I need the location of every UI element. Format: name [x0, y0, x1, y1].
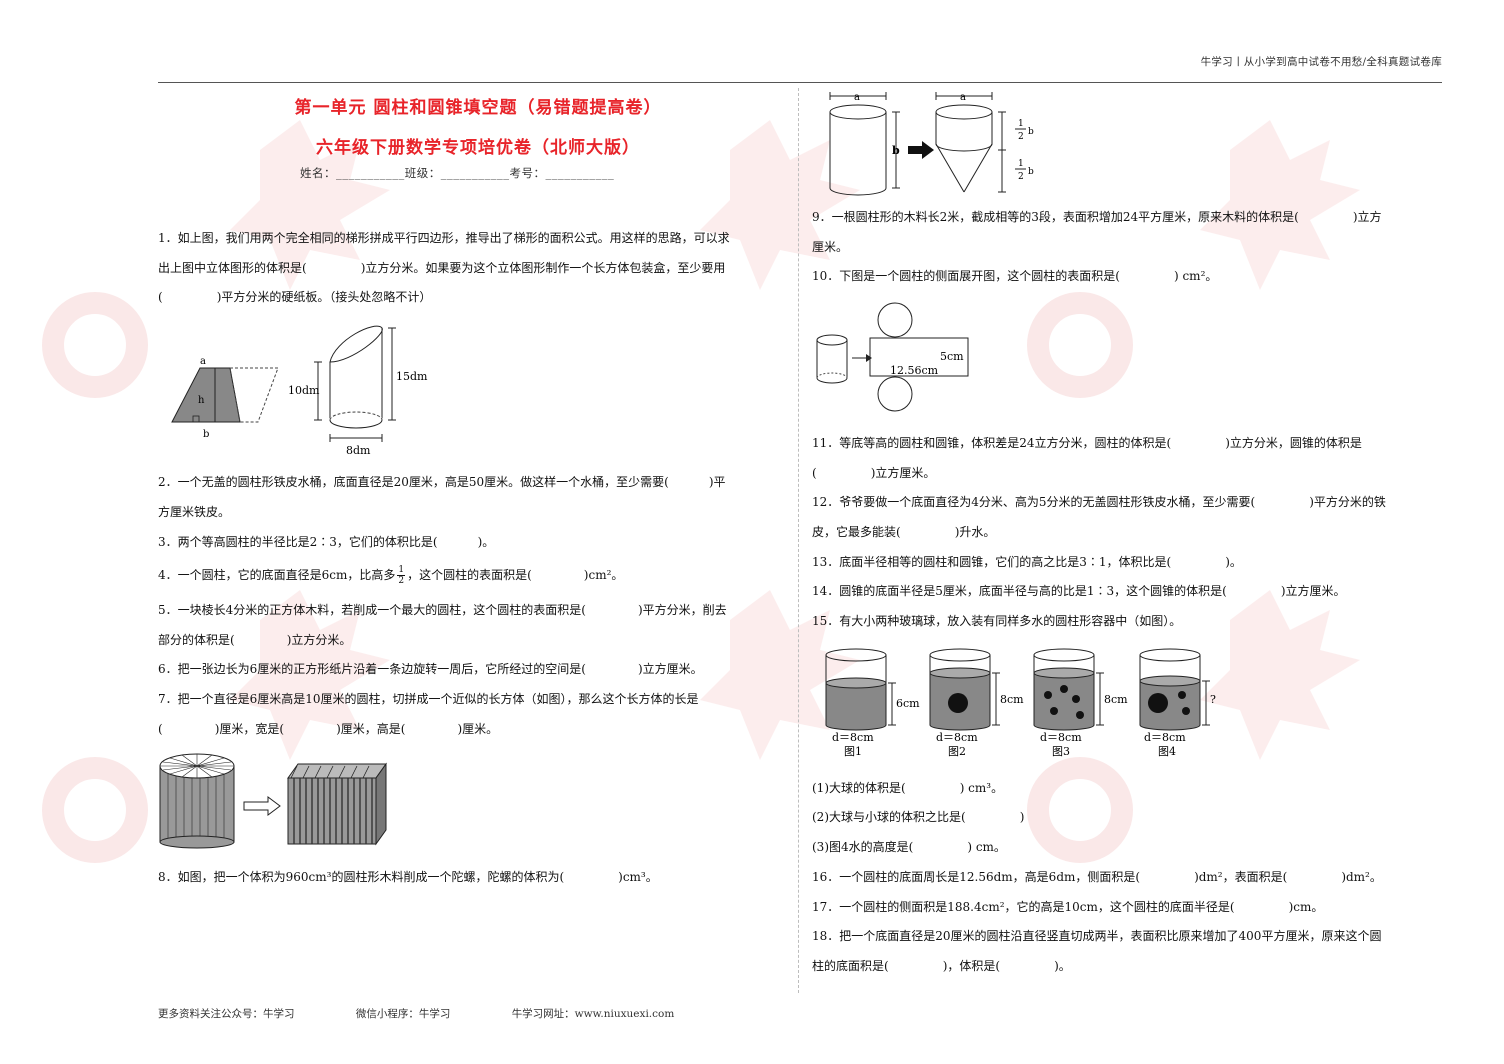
question-3: 3．两个等高圆柱的半径比是2∶3，它们的体积比是()。	[158, 535, 495, 549]
question-11: 11．等底等高的圆柱和圆锥，体积差是24立方分米，圆柱的体积是()立方分米，圆锥…	[812, 436, 1362, 480]
fig1-label-8dm: 8dm	[346, 444, 371, 457]
fig15-d2: d＝8cm	[936, 731, 978, 744]
question-14: 14．圆锥的底面半径是5厘米，底面半径与高的比是1∶3，这个圆锥的体积是()立方…	[812, 584, 1346, 598]
question-8: 8．如图，把一个体积为960cm³的圆柱形木料削成一个陀螺，陀螺的体积为()cm…	[158, 870, 658, 884]
fig15-h1: 6cm	[896, 697, 920, 710]
fig15-l3: 图3	[1052, 745, 1070, 758]
question-13: 13．底面半径相等的圆柱和圆锥，它们的高之比是3∶1，体积比是()。	[812, 555, 1242, 569]
footer-official-account: 更多资料关注公众号：牛学习	[158, 1008, 295, 1020]
question-15: 15．有大小两种玻璃球，放入装有同样多水的圆柱形容器中（如图）。	[812, 614, 1182, 628]
question-18: 18．把一个底面直径是20厘米的圆柱沿直径竖直切成两半，表面积比原来增加了400…	[812, 929, 1382, 973]
fig15-h3: 8cm	[1104, 693, 1128, 706]
fig9-frac1-b: b	[1028, 127, 1034, 137]
question-2: 2．一个无盖的圆柱形铁皮水桶，底面直径是20厘米，高是50厘米。做这样一个水桶，…	[158, 475, 726, 519]
question-7: 7．把一个直径是6厘米高是10厘米的圆柱，切拼成一个近似的长方体（如图），那么这…	[158, 692, 699, 736]
question-15-2: (2)大球与小球的体积之比是()	[812, 810, 1025, 824]
figure-cylinder-cone: a b a 1 2 b 1 2 b	[829, 92, 1034, 196]
fig15-d1: d＝8cm	[832, 731, 874, 744]
column-divider	[798, 88, 799, 993]
fig1-label-h: h	[198, 395, 205, 406]
fig9-frac2-b: b	[1028, 167, 1034, 177]
question-1: 1．如上图，我们用两个完全相同的梯形拼成平行四边形，推导出了梯形的面积公式。用这…	[158, 224, 790, 313]
footer-website: 牛学习网址：www.niuxuexi.com	[511, 1008, 675, 1020]
question-6: 6．把一张边长为6厘米的正方形纸片沿着一条边旋转一周后，它所经过的空间是()立方…	[158, 662, 703, 676]
footer-mini-program: 微信小程序：牛学习	[355, 1008, 451, 1020]
page-footer: 更多资料关注公众号：牛学习 微信小程序：牛学习 牛学习网址：www.niuxue…	[158, 1006, 732, 1021]
fig10-label-5cm: 5cm	[940, 350, 964, 363]
fig15-h4: ?	[1210, 693, 1216, 706]
fig9-label-a2: a	[960, 92, 966, 103]
fig15-d3: d＝8cm	[1040, 731, 1082, 744]
q1-line-a: 1．如上图，我们用两个完全相同的梯形拼成平行四边形，推导出了梯形的面积公式。用这…	[158, 231, 730, 245]
fig9-frac1-den: 2	[1018, 132, 1024, 142]
q1-line-b: 出上图中立体图形的体积是()立方分米。如果要为这个立体图形制作一个长方体包装盒，…	[158, 260, 726, 275]
fig15-l4: 图4	[1158, 745, 1176, 758]
figure-glass-containers: 6cm d＝8cm 图1 8cm d＝8cm 图2	[825, 648, 1216, 758]
question-15-3: (3)图4水的高度是() cm。	[812, 840, 1006, 854]
fig9-label-b: b	[892, 144, 900, 157]
fig1-label-a: a	[200, 356, 206, 367]
fig9-frac1-num: 1	[1018, 119, 1024, 129]
question-12: 12．爷爷要做一个底面直径为4分米、高为5分米的无盖圆柱形铁皮水桶，至少需要()…	[812, 495, 1386, 539]
question-10: 10．下图是一个圆柱的侧面展开图，这个圆柱的表面积是() cm²。	[812, 269, 1218, 283]
fig1-label-15dm: 15dm	[396, 370, 428, 383]
figure-cylinder-net: 5cm 12.56cm	[816, 302, 969, 412]
fig15-h2: 8cm	[1000, 693, 1024, 706]
question-16: 16．一个圆柱的底面周长是12.56dm，高是6dm，侧面积是()dm²，表面积…	[812, 870, 1382, 884]
question-5: 5．一块棱长4分米的正方体木料，若削成一个最大的圆柱，这个圆柱的表面积是()平方…	[158, 603, 727, 647]
fig9-frac2-den: 2	[1018, 172, 1024, 182]
header-slogan: 牛学习丨从小学到高中试卷不用愁/全科真题试卷库	[1200, 56, 1442, 68]
fig15-l1: 图1	[844, 745, 862, 758]
header-rule	[158, 82, 1442, 83]
figure-trapezoid-cylinder: a h b 10dm 15dm 8dm	[171, 325, 428, 457]
fig9-label-a1: a	[854, 92, 860, 103]
figure-cylinder-to-cuboid	[159, 753, 387, 849]
question-9: 9．一根圆柱形的木料长2米，截成相等的3段，表面积增加24平方厘米，原来木料的体…	[812, 210, 1382, 254]
page-subtitle: 六年级下册数学专项培优卷（北师大版）	[316, 138, 640, 158]
q1-line-c: ()平方分米的硬纸板。（接头处忽略不计）	[158, 290, 432, 304]
fig10-label-1256: 12.56cm	[890, 364, 939, 377]
page-title: 第一单元 圆柱和圆锥填空题（易错题提高卷）	[294, 98, 662, 118]
student-info-line: 姓名：___________班级：___________考号：_________…	[300, 166, 615, 180]
fig1-label-10dm: 10dm	[288, 384, 320, 397]
fig15-l2: 图2	[948, 745, 966, 758]
question-15-1: (1)大球的体积是() cm³。	[812, 781, 1004, 795]
fig1-label-b: b	[203, 429, 209, 440]
fig9-frac2-num: 1	[1018, 159, 1024, 169]
question-17: 17．一个圆柱的侧面积是188.4cm²，它的高是10cm，这个圆柱的底面半径是…	[812, 900, 1324, 914]
fig15-d4: d＝8cm	[1144, 731, 1186, 744]
